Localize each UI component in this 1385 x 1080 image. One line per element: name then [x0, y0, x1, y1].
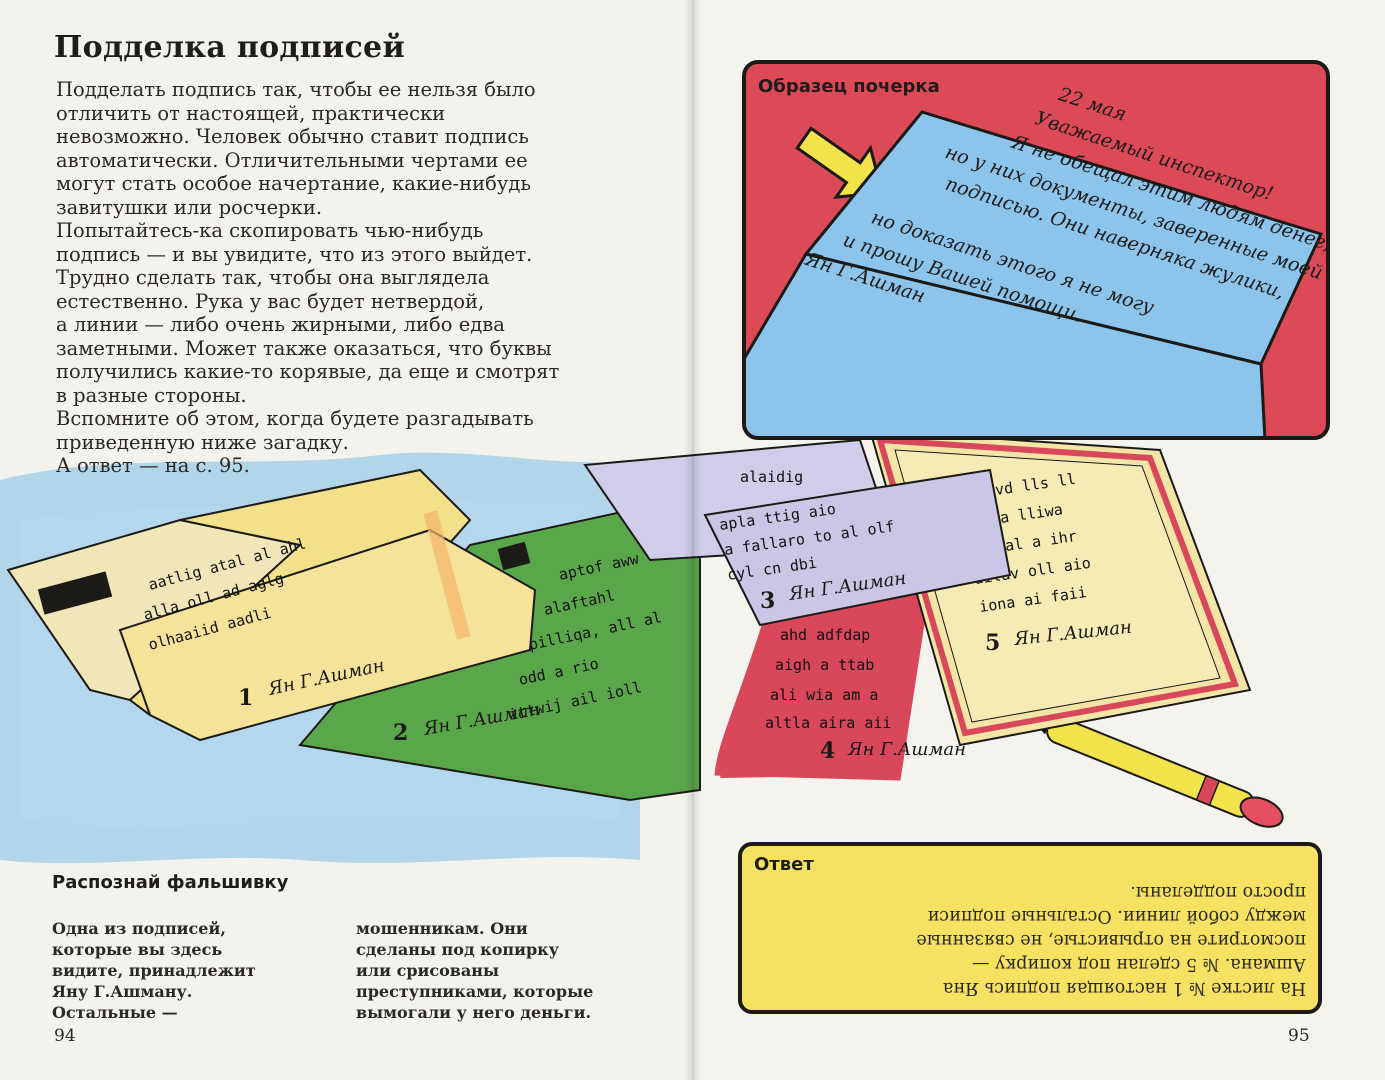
answer-line: посмотрите на отрывистые, не связанные [916, 930, 1306, 950]
intro-line: а линии — либо очень жирными, либо едва [56, 313, 505, 336]
intro-line: завитушки или росчерки. [56, 195, 323, 219]
intro-text: Подделать подпись так, чтобы ее нельзя б… [56, 78, 616, 478]
card-5-number: 5 [985, 630, 1000, 656]
page-number-right: 95 [1288, 1026, 1310, 1046]
answer-line: между собой линии. Остальные подписи [927, 906, 1306, 926]
puzzle-line: Одна из подписей, [52, 919, 226, 938]
card-4-red: ahd adfdap aigh a ttab ali wia am a altl… [714, 584, 966, 781]
svg-text:ali wia am a: ali wia am a [770, 686, 878, 704]
card-2-number: 2 [393, 720, 408, 746]
answer-label: Ответ [754, 854, 814, 875]
intro-line: Подделать подпись так, чтобы ее нельзя б… [56, 78, 536, 101]
intro-line: отличить от настоящей, практически [56, 101, 446, 125]
svg-text:ahd adfdap: ahd adfdap [780, 626, 870, 644]
card-3-lavender: alaidig apla ttig aio a fallaro to al ol… [583, 438, 1012, 627]
intro-line: заметными. Может также оказаться, что бу… [56, 336, 552, 360]
puzzle-line: вымогали у него деньги. [356, 1003, 592, 1022]
svg-text:alaidig: alaidig [740, 468, 803, 486]
intro-line: естественно. Рука у вас будет нетвердой, [56, 289, 485, 313]
svg-text:altla aira aii: altla aira aii [765, 714, 891, 732]
card-4-number: 4 [820, 738, 835, 764]
intro-line: невозможно. Человек обычно ставит подпис… [56, 125, 529, 148]
puzzle-line: сделаны под копирку [356, 940, 559, 959]
page-number-left: 94 [54, 1026, 76, 1046]
intro-line: приведенную ниже загадку. [56, 430, 349, 454]
puzzle-line: Яну Г.Ашману. [52, 982, 193, 1001]
intro-line: Вспомните об этом, когда будете разгадыв… [56, 407, 534, 430]
answer-line: просто подделаны. [1130, 882, 1306, 902]
intro-line: Попытайтесь-ка скопировать чью-нибудь [56, 219, 484, 242]
answer-line: На листке № 1 настоящая подпись Яна [942, 978, 1306, 998]
puzzle-line: мошенникам. Они [356, 919, 528, 938]
intro-line: получились какие-то корявые, да еще и см… [56, 360, 560, 383]
intro-line: в разные стороны. [56, 383, 247, 407]
sample-label: Образец почерка [758, 76, 940, 97]
card-3-number: 3 [760, 588, 775, 614]
puzzle-line: преступниками, которые [356, 982, 594, 1001]
handwriting-sample-box: Образец почерка 22 мая Уважаемый инспект… [742, 60, 1330, 440]
puzzle-text-column-1: Одна из подписей, которые вы здесь видит… [52, 918, 312, 1023]
puzzle-text-column-2: мошенникам. Они сделаны под копирку или … [356, 918, 626, 1023]
card-4-signature: Ян Г.Ашман [847, 739, 966, 760]
letter-illustration: 22 мая Уважаемый инспектор! Я не обещал … [746, 83, 1326, 436]
puzzle-line: или срисованы [356, 961, 500, 980]
section-heading: Распознай фальшивку [52, 872, 289, 893]
puzzle-line: видите, принадлежит [52, 961, 256, 980]
intro-line: автоматически. Отличительными чертами ее [56, 148, 528, 172]
answer-line: Ашмана. № 5 сделан под копирку — [971, 954, 1306, 974]
puzzle-line: которые вы здесь [52, 940, 223, 959]
intro-line: Трудно сделать так, чтобы она выглядела [56, 266, 490, 289]
intro-line: А ответ — на с. 95. [56, 454, 250, 477]
puzzle-line: Остальные — [52, 1003, 178, 1022]
answer-box: Ответ На листке № 1 настоящая подпись Ян… [738, 842, 1322, 1014]
intro-line: могут стать особое начертание, какие-ниб… [56, 172, 531, 195]
answer-text-upside-down: На листке № 1 настоящая подпись Яна Ашма… [760, 880, 1306, 1000]
svg-text:aigh a ttab: aigh a ttab [775, 656, 874, 674]
card-1-yellow: aatlig atal al ahl alla oll ad aglg olha… [6, 468, 537, 742]
page-title: Подделка подписей [54, 30, 405, 65]
book-gutter [684, 0, 702, 1080]
intro-line: подпись — и вы увидите, что из этого вый… [56, 242, 533, 266]
card-1-number: 1 [238, 685, 253, 711]
